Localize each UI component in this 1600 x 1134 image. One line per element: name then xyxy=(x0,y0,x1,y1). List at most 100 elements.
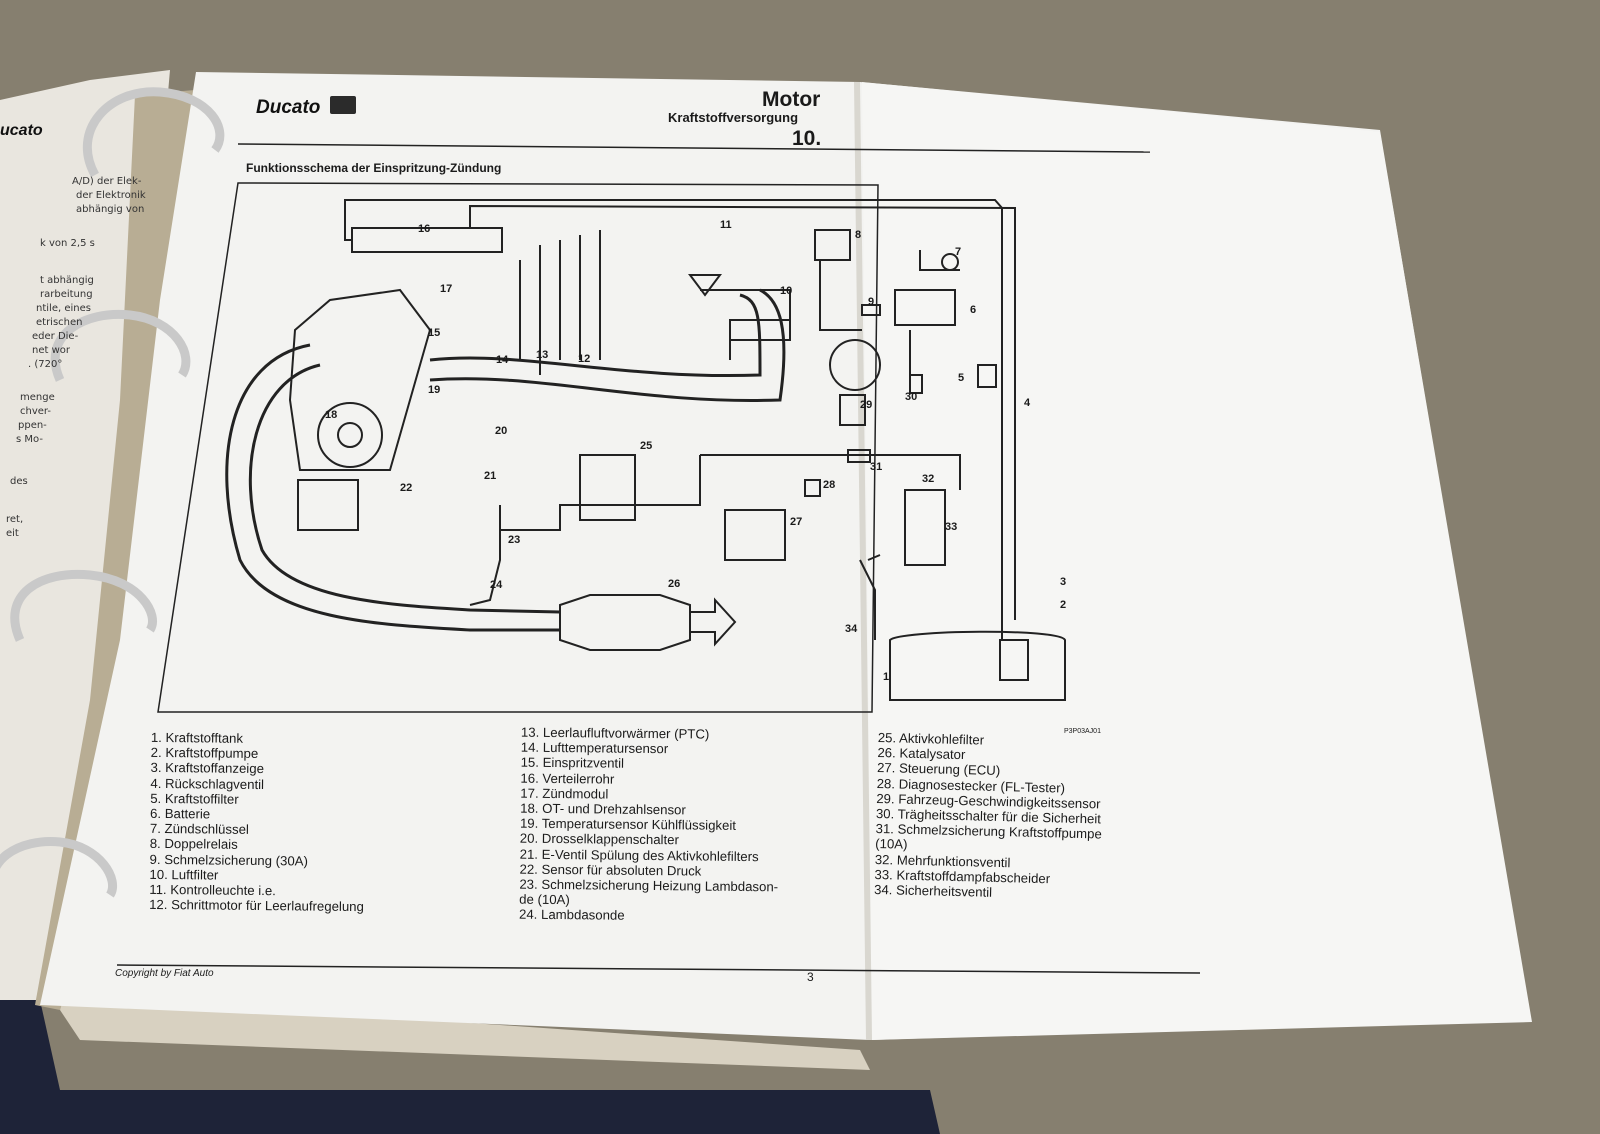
left-fragment: ntile, eines xyxy=(36,303,91,314)
brand-emblem-icon xyxy=(330,96,356,114)
footer-rule xyxy=(116,964,1201,974)
section-title: Motor xyxy=(762,88,821,111)
binder-rings xyxy=(0,87,225,898)
left-fragment: der Elektronik xyxy=(76,190,146,201)
fuel-pump xyxy=(999,639,1029,681)
engine-flywheel xyxy=(317,402,383,468)
figure-title: Funktionsschema der Einspritzung-Zündung xyxy=(246,161,502,175)
callout-4: 4 xyxy=(1024,397,1031,409)
left-fragment: A/D) der Elek- xyxy=(72,176,142,187)
callout-1: 1 xyxy=(883,671,889,683)
callout-24: 24 xyxy=(490,579,503,591)
callout-22: 22 xyxy=(400,482,412,494)
ecu-box xyxy=(724,509,786,561)
left-page-brand: ucato xyxy=(0,122,43,139)
figure-frame xyxy=(157,182,879,713)
callout-5: 5 xyxy=(958,372,964,384)
wiring-harness xyxy=(519,230,601,375)
left-fragment: ret, xyxy=(6,514,24,525)
speedometer-gauge xyxy=(829,339,881,391)
binder-ring-2 xyxy=(50,309,191,382)
callout-10: 10 xyxy=(780,285,792,297)
left-fragment: eder Die- xyxy=(32,331,79,342)
callout-8: 8 xyxy=(855,229,861,241)
callout-27: 27 xyxy=(790,516,802,528)
diagnostic-connector xyxy=(804,479,821,497)
callout-11: 11 xyxy=(720,219,732,231)
callout-13: 13 xyxy=(536,349,548,361)
left-fragment: etrischen xyxy=(36,317,83,328)
legend-item: 3. Kraftstoffanzeige xyxy=(150,760,265,777)
callout-31: 31 xyxy=(870,461,882,473)
callout-14: 14 xyxy=(496,354,509,366)
callout-17: 17 xyxy=(440,283,452,295)
fuel-tank xyxy=(889,630,1066,701)
binder-ring-4 xyxy=(0,837,117,898)
callout-6: 6 xyxy=(970,304,976,316)
intake-manifold xyxy=(429,293,762,378)
vapour-separator xyxy=(904,489,946,566)
subsection-title: Kraftstoffversorgung xyxy=(668,110,799,125)
exhaust-pipe-outer xyxy=(225,343,560,632)
main-page-right-half xyxy=(862,82,1532,1040)
callout-28: 28 xyxy=(823,479,835,491)
callout-12: 12 xyxy=(578,353,590,365)
left-fragment: chver- xyxy=(20,406,51,417)
callout-18: 18 xyxy=(325,409,337,421)
legend-column-2: 13. Leerlaufluftvorwärmer (PTC) 14. Luft… xyxy=(519,725,780,925)
left-fragment: t abhängig xyxy=(40,275,94,286)
binder-ring-1 xyxy=(82,87,225,178)
exhaust-pipe-inner xyxy=(248,363,561,614)
page-number: 3 xyxy=(807,970,814,984)
legend-item: 24. Lambdasonde xyxy=(518,907,625,924)
left-fragment: ppen- xyxy=(18,420,47,431)
legend-item: 8. Doppelrelais xyxy=(149,836,238,853)
copyright-notice: Copyright by Fiat Auto xyxy=(115,968,214,979)
lambda-wiring xyxy=(469,505,501,606)
callout-26: 26 xyxy=(668,578,680,590)
left-fragment: . (720° xyxy=(28,359,63,370)
battery xyxy=(894,289,956,326)
callout-29: 29 xyxy=(860,399,872,411)
header-rule xyxy=(237,143,1151,153)
left-fragment: rarbeitung xyxy=(40,289,93,300)
callout-15: 15 xyxy=(428,327,440,339)
callout-19: 19 xyxy=(428,384,440,396)
exhaust-outlet-arrow xyxy=(690,597,737,647)
air-filter-element xyxy=(729,319,791,341)
legend-item: 12. Schrittmotor für Leerlaufregelung xyxy=(149,897,364,915)
callout-21: 21 xyxy=(484,470,496,482)
callout-30: 30 xyxy=(905,391,917,403)
page-fold xyxy=(854,82,872,1040)
catalyst xyxy=(559,594,691,651)
callout-25: 25 xyxy=(640,440,652,452)
legend-column-3: 25. Aktivkohlefilter 26. Katalysator 27.… xyxy=(874,730,1104,903)
callout-32: 32 xyxy=(922,473,934,485)
oil-pan xyxy=(297,479,359,531)
brand-logo: Ducato xyxy=(256,97,321,118)
callout-7: 7 xyxy=(955,246,961,258)
callout-labels: 1 2 3 4 5 6 7 8 9 10 11 12 13 14 15 16 1… xyxy=(325,219,1066,683)
figure-code: P3P03AJ01 xyxy=(1064,728,1101,735)
callout-23: 23 xyxy=(508,534,520,546)
callout-16: 16 xyxy=(418,223,430,235)
inertia-switch xyxy=(909,374,923,394)
left-fragment: des xyxy=(10,476,28,487)
safety-valve xyxy=(859,554,881,640)
binder-ring-3 xyxy=(10,569,157,642)
fuel-filter xyxy=(977,364,997,388)
left-fragment: k von 2,5 s xyxy=(40,238,95,249)
left-fragment: eit xyxy=(6,528,19,539)
left-fragment: net wor xyxy=(32,345,70,356)
engine-schematic xyxy=(225,199,1066,701)
engine-hub xyxy=(337,422,363,448)
callout-9: 9 xyxy=(868,296,874,308)
callout-3: 3 xyxy=(1060,576,1066,588)
double-relay xyxy=(814,229,851,261)
binder-cover xyxy=(0,1000,940,1134)
left-fragment: s Mo- xyxy=(16,434,43,445)
callout-34: 34 xyxy=(845,623,858,635)
relay-wiring xyxy=(819,260,911,375)
air-inlet-arrow xyxy=(688,274,722,297)
